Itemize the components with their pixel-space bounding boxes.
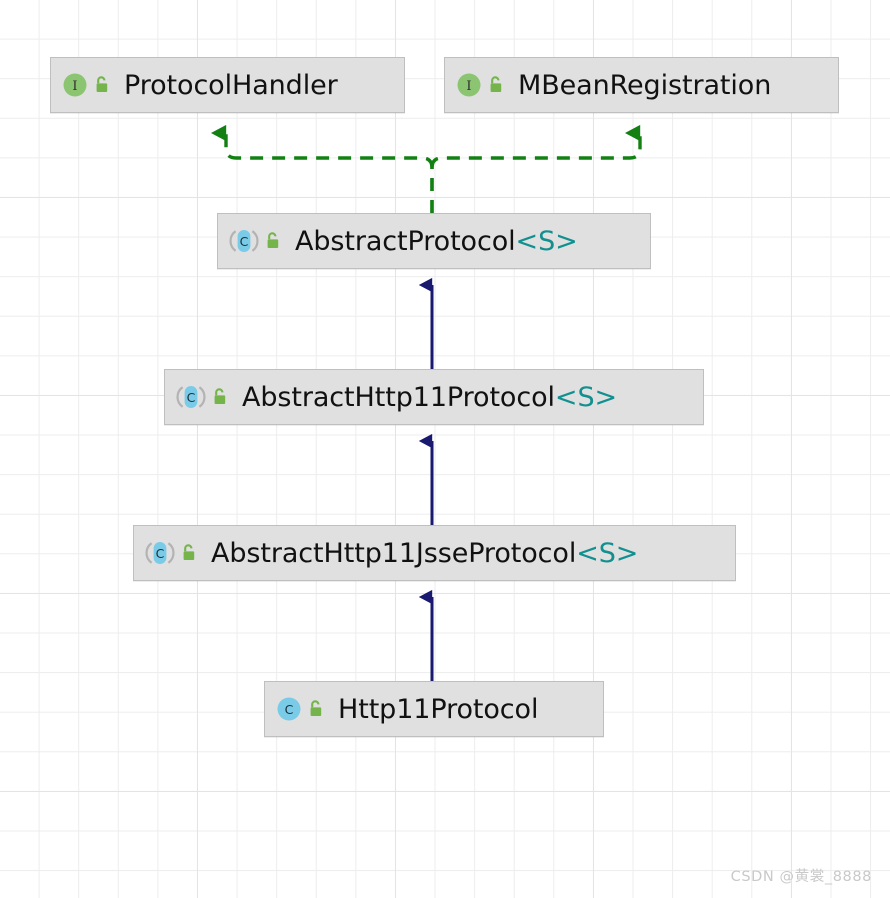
- watermark-text: CSDN @黄裳_8888: [730, 869, 872, 885]
- class-node-name: AbstractProtocol: [295, 225, 516, 257]
- generic-parameter: <S>: [554, 381, 618, 413]
- class-icon: C: [276, 696, 302, 722]
- class-node-label: AbstractProtocol<S>: [295, 228, 578, 255]
- edge-implements-protocolhandler: [210, 124, 434, 213]
- class-node-abstract-http11-jsse-protocol[interactable]: C AbstractHttp11JsseProtocol<S>: [133, 525, 736, 581]
- class-node-label: AbstractHttp11JsseProtocol<S>: [211, 540, 638, 567]
- edge-implements-mbeanregistration: [430, 124, 642, 213]
- class-node-label: Http11Protocol: [338, 693, 539, 725]
- class-node-mbean-registration[interactable]: I MBeanRegistration: [444, 57, 839, 113]
- svg-text:C: C: [285, 702, 294, 717]
- class-node-label: MBeanRegistration: [518, 69, 772, 101]
- svg-text:I: I: [72, 79, 77, 94]
- svg-text:C: C: [187, 390, 196, 405]
- generic-parameter: <S>: [515, 225, 578, 257]
- class-node-protocol-handler[interactable]: I ProtocolHandler: [50, 57, 405, 113]
- unlocked-padlock-icon: [302, 699, 325, 719]
- class-node-label: AbstractHttp11Protocol<S>: [242, 384, 617, 411]
- abstract-class-icon: C: [176, 384, 206, 410]
- class-node-abstract-http11-protocol[interactable]: C AbstractHttp11Protocol<S>: [164, 369, 704, 425]
- abstract-class-icon: C: [229, 228, 259, 254]
- unlocked-padlock-icon: [259, 231, 282, 251]
- unlocked-padlock-icon: [175, 543, 198, 563]
- interface-icon: I: [62, 72, 88, 98]
- svg-text:C: C: [240, 234, 249, 249]
- unlocked-padlock-icon: [482, 75, 505, 95]
- class-node-http11-protocol[interactable]: C Http11Protocol: [264, 681, 604, 737]
- interface-icon: I: [456, 72, 482, 98]
- abstract-class-icon: C: [145, 540, 175, 566]
- svg-text:I: I: [466, 79, 471, 94]
- unlocked-padlock-icon: [206, 387, 229, 407]
- class-node-name: AbstractHttp11JsseProtocol: [211, 537, 577, 569]
- class-node-name: AbstractHttp11Protocol: [242, 381, 555, 413]
- svg-text:C: C: [156, 546, 165, 561]
- generic-parameter: <S>: [576, 537, 639, 569]
- class-node-label: ProtocolHandler: [124, 69, 338, 101]
- class-node-abstract-protocol[interactable]: C AbstractProtocol<S>: [217, 213, 651, 269]
- unlocked-padlock-icon: [88, 75, 111, 95]
